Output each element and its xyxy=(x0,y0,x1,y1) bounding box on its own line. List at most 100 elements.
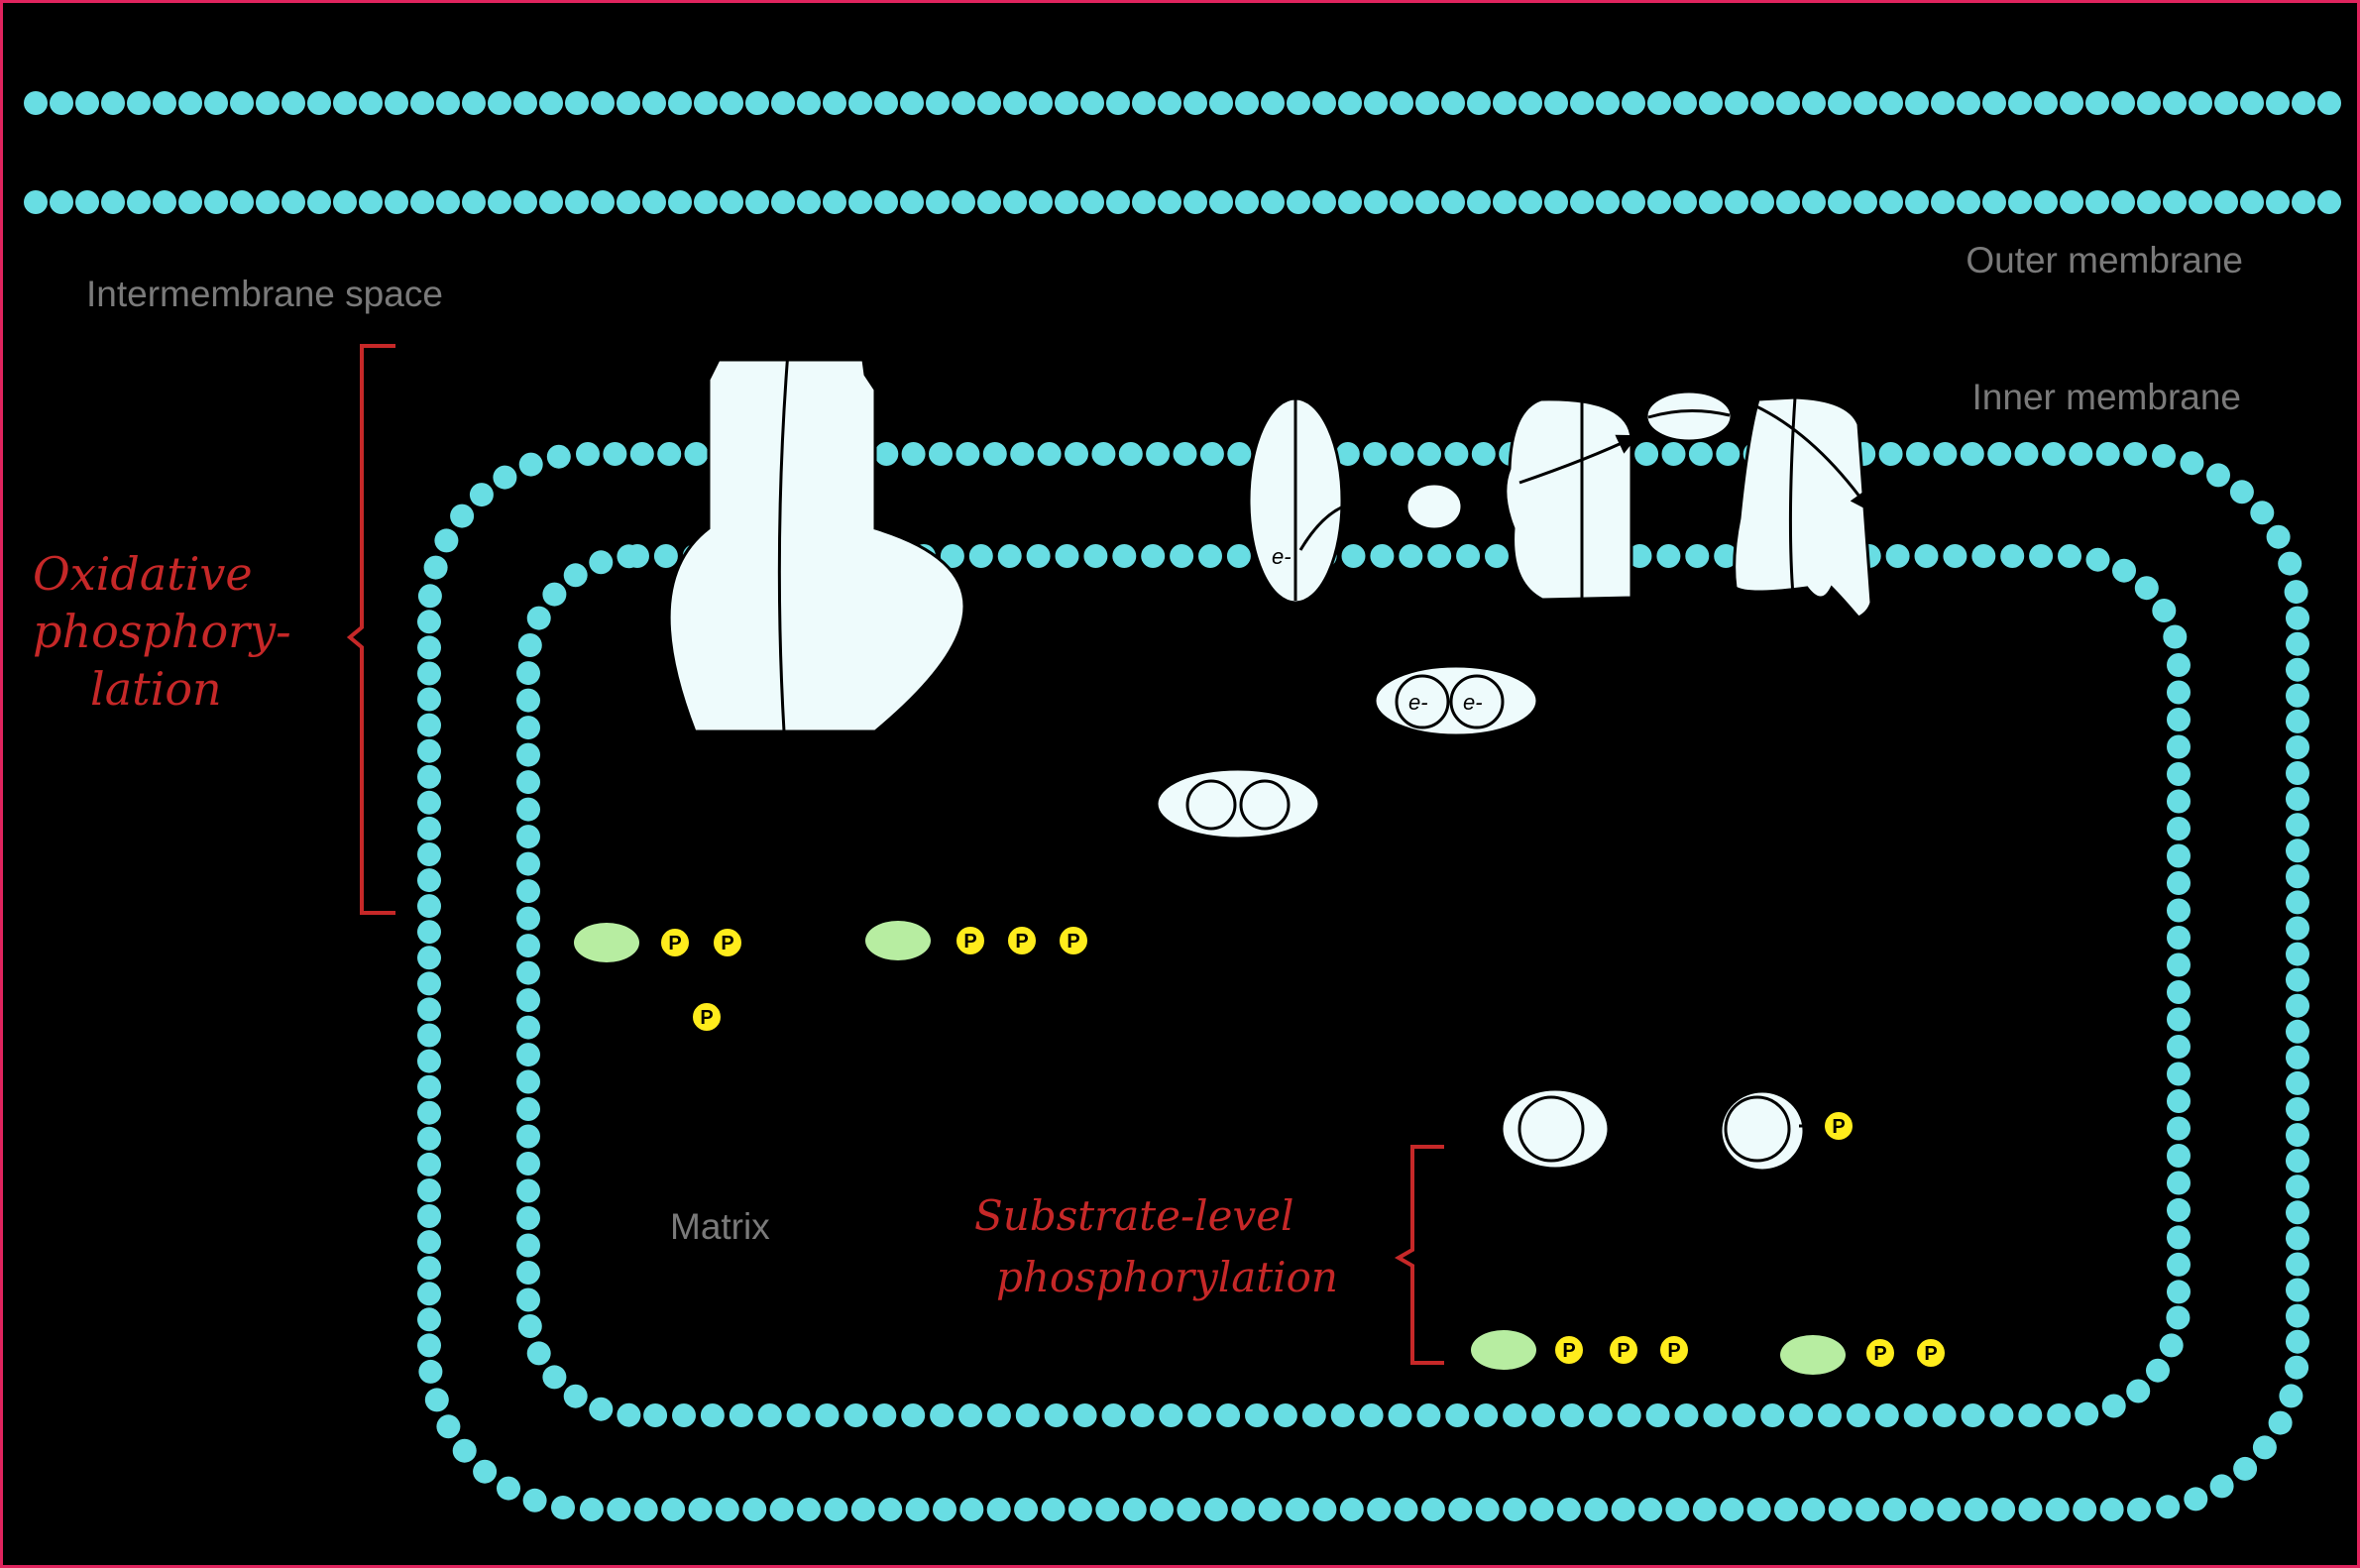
membrane-bead xyxy=(1427,544,1452,568)
membrane-bead xyxy=(1055,190,1078,214)
complex-one-icon xyxy=(1247,396,1344,605)
membrane-bead xyxy=(955,442,980,466)
membrane-bead xyxy=(462,91,486,115)
membrane-bead xyxy=(1760,1403,1785,1427)
membrane-bead xyxy=(2286,1149,2309,1174)
membrane-bead xyxy=(516,1206,540,1230)
membrane-bead xyxy=(204,190,228,214)
phosphate-icon xyxy=(1006,925,1038,956)
membrane-bead xyxy=(2167,1144,2191,1168)
membrane-bead xyxy=(2111,190,2135,214)
membrane-bead xyxy=(1467,190,1491,214)
membrane-bead xyxy=(2152,599,2177,622)
membrane-bead xyxy=(1141,544,1166,568)
membrane-bead xyxy=(1647,190,1671,214)
membrane-bead xyxy=(565,190,589,214)
membrane-bead xyxy=(518,452,543,477)
membrane-bead xyxy=(1441,190,1465,214)
membrane-bead xyxy=(516,906,540,931)
membrane-bead xyxy=(513,91,537,115)
membrane-bead xyxy=(901,442,926,466)
membrane-bead xyxy=(1617,1403,1641,1427)
membrane-bead xyxy=(968,544,993,568)
membrane-bead xyxy=(2167,843,2191,868)
membrane-bead xyxy=(462,190,486,214)
membrane-bead xyxy=(2085,190,2109,214)
membrane-bead xyxy=(1394,1498,1418,1521)
membrane-bead xyxy=(700,1403,725,1427)
ubiquinone-icon xyxy=(1405,482,1464,531)
membrane-bead xyxy=(516,1015,540,1040)
membrane-bead xyxy=(516,1178,540,1203)
electron-arrow-complex-three xyxy=(1518,434,1638,485)
membrane-bead xyxy=(633,1498,658,1521)
membrane-bead xyxy=(436,1414,461,1439)
membrane-bead xyxy=(1674,1403,1699,1427)
membrane-bead xyxy=(417,1204,441,1228)
membrane-bead xyxy=(579,1498,604,1521)
membrane-bead xyxy=(417,1023,441,1048)
membrane-bead xyxy=(1068,1498,1092,1521)
membrane-bead xyxy=(2073,1498,2097,1521)
membrane-bead xyxy=(178,190,202,214)
membrane-bead xyxy=(563,1384,588,1408)
membrane-bead xyxy=(385,91,408,115)
membrane-bead xyxy=(1187,1403,1212,1427)
membrane-bead xyxy=(1531,1403,1555,1427)
membrane-bead xyxy=(1146,442,1171,466)
membrane-bead xyxy=(417,842,441,866)
membrane-bead xyxy=(565,91,589,115)
outer-membrane-label: Outer membrane xyxy=(1966,240,2243,280)
membrane-bead xyxy=(1014,1498,1039,1521)
membrane-bead xyxy=(1173,442,1197,466)
adenosine-icon xyxy=(1471,1330,1536,1370)
membrane-bead xyxy=(848,190,872,214)
membrane-bead xyxy=(797,91,821,115)
membrane-bead xyxy=(2163,624,2188,649)
membrane-bead xyxy=(1258,1498,1283,1521)
membrane-bead xyxy=(2268,1410,2293,1435)
membrane-bead xyxy=(417,1049,441,1073)
membrane-bead xyxy=(2286,1123,2309,1148)
membrane-bead xyxy=(417,1074,441,1099)
membrane-bead xyxy=(1673,91,1697,115)
membrane-bead xyxy=(417,764,441,789)
membrane-bead xyxy=(1656,544,1681,568)
membrane-bead xyxy=(1943,544,1967,568)
membrane-bead xyxy=(1909,1498,1934,1521)
membrane-bead xyxy=(2085,91,2109,115)
membrane-bead xyxy=(1183,190,1207,214)
membrane-bead xyxy=(617,190,640,214)
membrane-bead xyxy=(497,1476,520,1501)
membrane-bead xyxy=(1388,1403,1412,1427)
membrane-bead xyxy=(1474,1403,1499,1427)
membrane-bead xyxy=(50,91,73,115)
membrane-bead xyxy=(1245,1403,1269,1427)
membrane-bead xyxy=(1933,442,1958,466)
membrane-bead xyxy=(1091,442,1116,466)
membrane-bead xyxy=(591,190,615,214)
membrane-bead xyxy=(417,946,441,970)
intermembrane-space-label: Intermembrane space xyxy=(86,274,443,314)
membrane-bead xyxy=(1095,1498,1120,1521)
membrane-bead xyxy=(1227,442,1252,466)
membrane-bead xyxy=(2284,580,2308,605)
oxphos-line-1: Oxidative xyxy=(33,547,253,601)
membrane-bead xyxy=(1750,190,1774,214)
membrane-bead xyxy=(1903,1403,1928,1427)
membrane-bead xyxy=(2286,735,2309,759)
membrane-bead xyxy=(2286,967,2309,992)
phosphate-icon xyxy=(1553,1334,1585,1366)
membrane-bead xyxy=(101,190,125,214)
membrane-bead xyxy=(2018,1498,2043,1521)
membrane-bead xyxy=(2167,680,2191,705)
membrane-bead xyxy=(2233,1456,2258,1481)
membrane-bead xyxy=(1118,442,1143,466)
membrane-bead xyxy=(516,1288,540,1312)
membrane-bead xyxy=(1828,1498,1853,1521)
membrane-bead xyxy=(2167,1007,2191,1032)
membrane-bead xyxy=(417,1126,441,1151)
membrane-bead xyxy=(986,1403,1011,1427)
membrane-bead xyxy=(977,91,1001,115)
